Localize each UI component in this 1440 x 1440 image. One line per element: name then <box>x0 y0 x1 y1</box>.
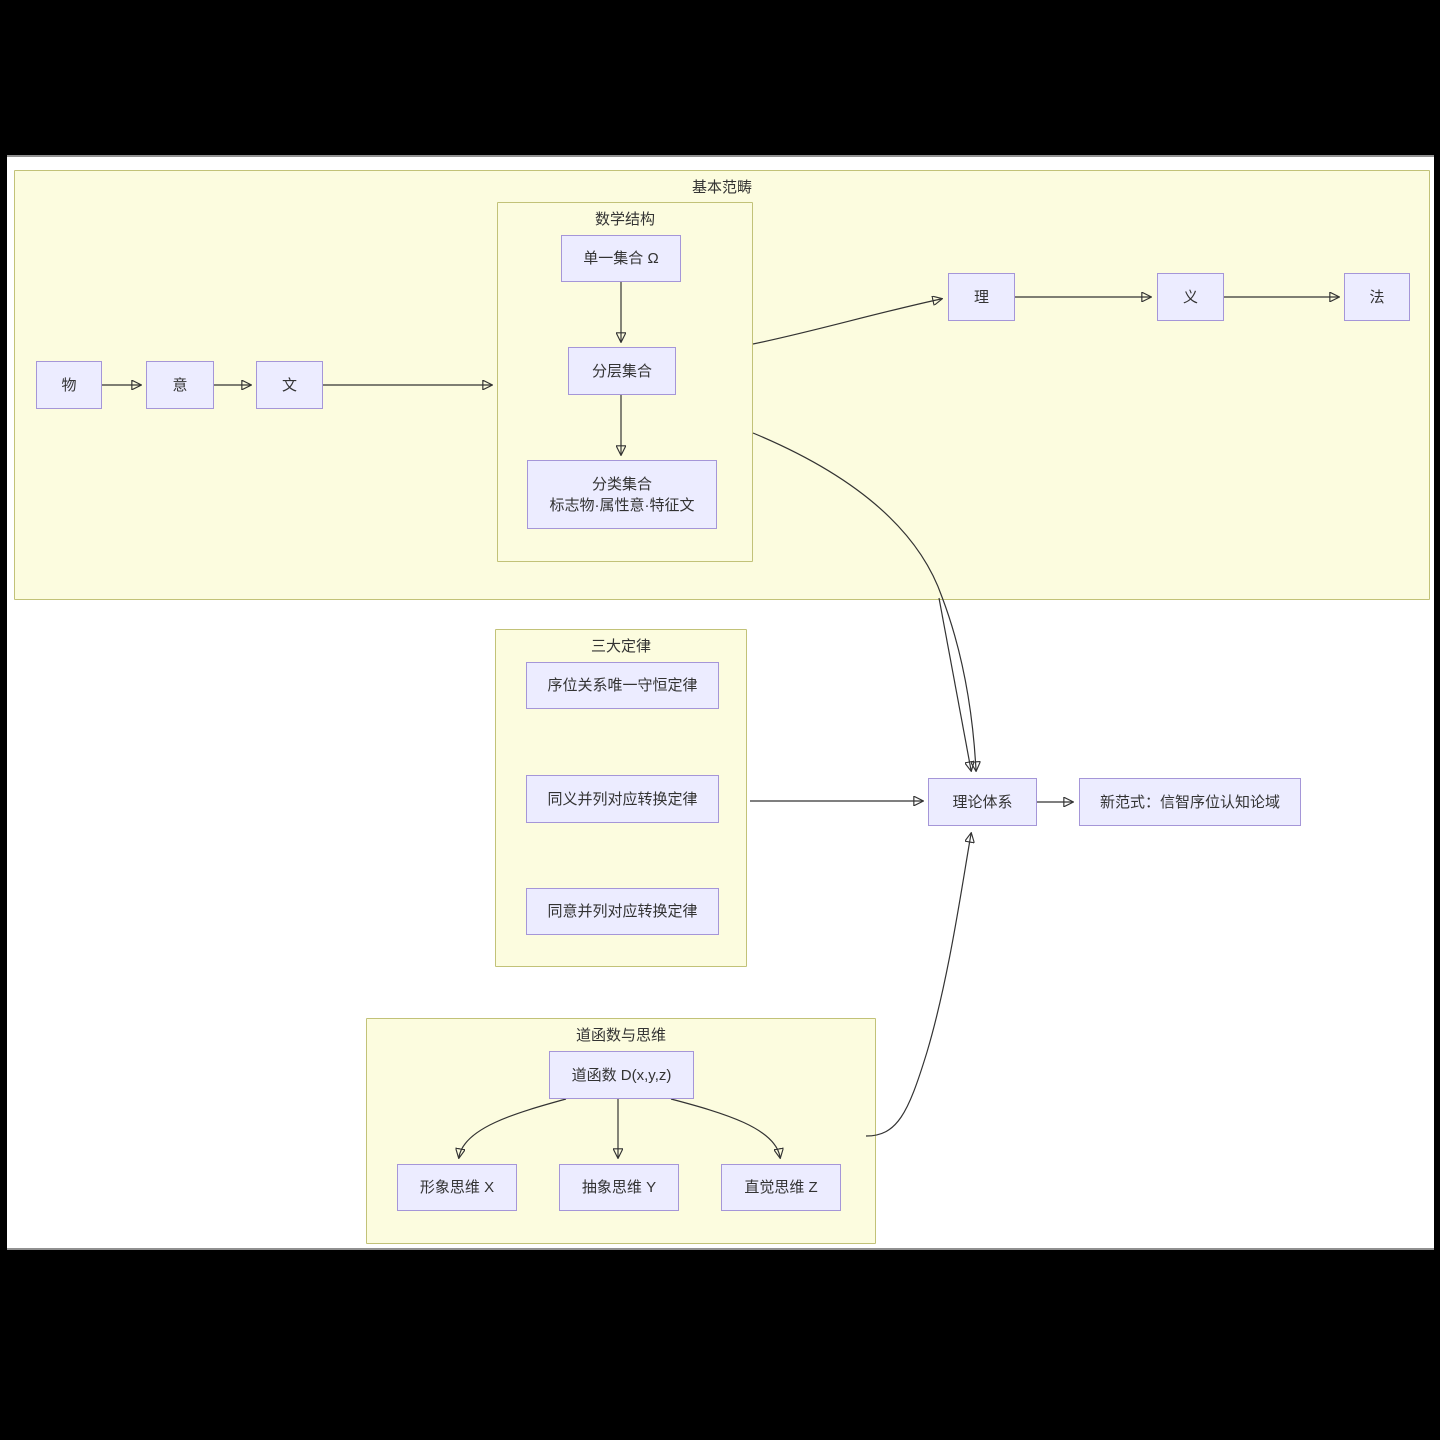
node-paradigm: 新范式：信智序位认知论域 <box>1079 778 1301 826</box>
node-dao-function-label: 道函数 D(x,y,z) <box>571 1066 672 1084</box>
node-law1-label: 序位关系唯一守恒定律 <box>547 677 698 694</box>
node-yi: 意 <box>146 361 214 409</box>
node-single-set-label: 单一集合 Ω <box>583 250 659 267</box>
node-wen-label: 文 <box>281 376 297 394</box>
node-li: 理 <box>948 273 1015 321</box>
node-fa-label: 法 <box>1369 288 1385 306</box>
node-wu-label: 物 <box>61 376 77 394</box>
node-wu: 物 <box>36 361 102 409</box>
node-theory-label: 理论体系 <box>952 793 1013 811</box>
node-single-set: 单一集合 Ω <box>561 235 681 282</box>
node-think-z: 直觉思维 Z <box>721 1164 841 1211</box>
node-yi-label: 意 <box>172 376 188 394</box>
node-wen: 文 <box>256 361 323 409</box>
node-yi2: 义 <box>1157 273 1224 321</box>
node-think-x: 形象思维 X <box>397 1164 517 1211</box>
node-theory: 理论体系 <box>928 778 1037 826</box>
node-yi2-label: 义 <box>1182 288 1198 306</box>
cluster-dao-function-thinking-label: 道函数与思维 <box>575 1027 666 1044</box>
node-li-label: 理 <box>973 288 989 306</box>
node-law1: 序位关系唯一守恒定律 <box>526 662 719 709</box>
cluster-three-laws-label: 三大定律 <box>590 638 651 655</box>
node-think-x-label: 形象思维 X <box>419 1179 495 1196</box>
cluster-basic-categories-label: 基本范畴 <box>691 179 752 196</box>
node-think-y-label: 抽象思维 Y <box>581 1179 657 1196</box>
node-law3-label: 同意并列对应转换定律 <box>547 903 698 920</box>
node-layered-set: 分层集合 <box>568 347 676 395</box>
node-law3: 同意并列对应转换定律 <box>526 888 719 935</box>
node-law2-label: 同义并列对应转换定律 <box>547 790 698 808</box>
node-class-set-subtitle: 标志物·属性意·特征文 <box>549 496 695 514</box>
cluster-math-structure-label: 数学结构 <box>594 211 655 228</box>
node-class-set: 分类集合 标志物·属性意·特征文 <box>527 460 717 529</box>
node-dao-function: 道函数 D(x,y,z) <box>549 1051 694 1099</box>
node-law2: 同义并列对应转换定律 <box>526 775 719 823</box>
node-fa: 法 <box>1344 273 1410 321</box>
node-layered-set-label: 分层集合 <box>591 362 652 380</box>
node-think-z-label: 直觉思维 Z <box>744 1179 818 1196</box>
node-class-set-title: 分类集合 <box>591 475 652 493</box>
node-think-y: 抽象思维 Y <box>559 1164 679 1211</box>
node-paradigm-label: 新范式：信智序位认知论域 <box>1099 793 1280 811</box>
